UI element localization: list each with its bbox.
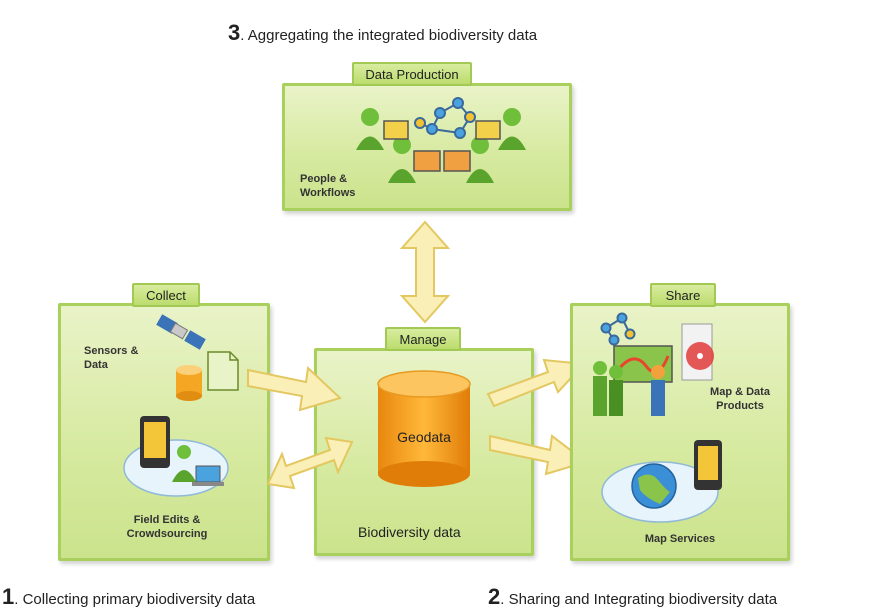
step-2-number: 2	[488, 584, 501, 609]
step-1-number: 1	[2, 584, 15, 609]
database-icon	[176, 365, 202, 401]
manage-tab: Manage	[385, 327, 461, 351]
geodata-cylinder	[377, 370, 471, 487]
collect-tab: Collect	[132, 283, 200, 307]
step-3-number: 3	[228, 20, 241, 45]
field-edits-line1: Field Edits &	[133, 514, 201, 526]
network-icon	[600, 312, 636, 346]
map-data-products-line2: Products	[716, 400, 764, 412]
step-2-title: 2. Sharing and Integrating biodiversity …	[488, 584, 777, 610]
field-edits-line2: Crowdsourcing	[126, 528, 208, 540]
network-icon	[414, 97, 476, 139]
map-services-label: Map Services	[644, 533, 716, 545]
people-icon	[356, 108, 526, 183]
map-services-illustration	[601, 440, 722, 523]
people-workflows-label: People & Workflows	[300, 172, 355, 200]
people-workflows-line1: People &	[300, 173, 348, 185]
step-3-text: . Aggregating the integrated biodiversit…	[240, 27, 538, 44]
sensors-data-label: Sensors & Data	[84, 344, 138, 372]
sensors-illustration	[156, 314, 239, 401]
vertical-double-arrow	[399, 220, 451, 324]
share-tab: Share	[650, 283, 716, 307]
people-workflows-illustration	[356, 97, 526, 183]
map-data-products-label: Map & Data Products	[700, 385, 780, 413]
data-production-tab: Data Production	[352, 62, 472, 86]
share-panel	[570, 303, 790, 561]
sensors-data-line1: Sensors &	[84, 345, 139, 357]
field-edits-illustration	[123, 416, 229, 497]
laptop-icon	[192, 465, 224, 486]
step-3-title: 3. Aggregating the integrated biodiversi…	[228, 20, 537, 46]
geodata-label: Geodata	[397, 429, 451, 445]
map-products-illustration	[593, 312, 714, 416]
sensors-data-line2: Data	[84, 359, 108, 371]
double-arrow-field-manage	[266, 436, 354, 490]
mobile-device-icon	[140, 416, 170, 468]
step-1-text: . Collecting primary biodiversity data	[14, 591, 256, 608]
disc-box-icon	[681, 323, 714, 381]
map-data-products-line1: Map & Data	[710, 386, 770, 398]
field-edits-label: Field Edits & Crowdsourcing	[112, 513, 222, 541]
person-icon	[172, 445, 196, 482]
arrow-manage-to-services	[489, 434, 589, 476]
audience-icon	[593, 361, 665, 416]
step-1-title: 1. Collecting primary biodiversity data	[2, 584, 255, 610]
people-workflows-line2: Workflows	[300, 187, 356, 199]
globe-icon	[631, 463, 677, 509]
satellite-icon	[156, 314, 206, 350]
step-2-text: . Sharing and Integrating biodiversity d…	[500, 591, 778, 608]
document-icon	[207, 351, 239, 391]
arrow-sensors-to-manage	[247, 365, 342, 412]
monitor-icons	[383, 120, 501, 172]
map-board-icon	[613, 345, 673, 383]
mobile-device-icon	[694, 440, 722, 490]
biodiversity-data-caption: Biodiversity data	[358, 524, 461, 540]
